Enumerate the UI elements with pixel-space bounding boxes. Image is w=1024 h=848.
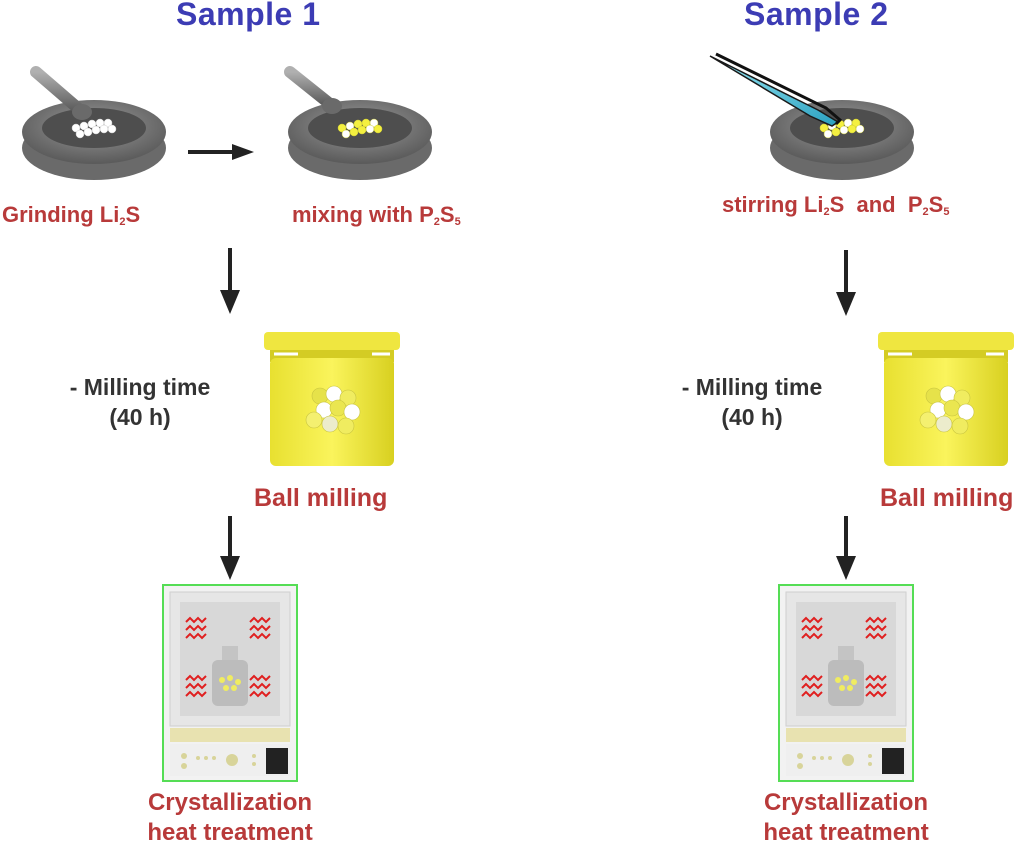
- arrow-down-icon: [220, 516, 240, 580]
- ball-milling-label: Ball milling: [880, 484, 1014, 512]
- ball-mill-jar-icon: [264, 332, 400, 466]
- mixing-label: mixing with P2S5: [292, 202, 461, 228]
- crystallization-label: Crystallization heat treatment: [120, 788, 340, 848]
- milling-time-note: - Milling time (40 h): [50, 372, 230, 432]
- cryst-line-2: heat treatment: [147, 819, 313, 846]
- arrow-down-icon: [220, 248, 240, 314]
- crystallization-label: Crystallization heat treatment: [736, 788, 956, 848]
- arrow-down-icon: [836, 250, 856, 316]
- grinding-label: Grinding Li2S: [2, 202, 141, 228]
- stirring-label: stirring Li2S and P2S5: [722, 192, 950, 218]
- arrow-right-icon: [188, 144, 254, 160]
- arrow-down-icon: [836, 516, 856, 580]
- mortar-mixing-icon: [284, 66, 432, 180]
- furnace-icon: [778, 584, 914, 782]
- milling-time-note: - Milling time (40 h): [662, 372, 842, 432]
- milling-time-text: - Milling time: [69, 374, 211, 400]
- milling-duration-text: (40 h): [721, 404, 783, 430]
- milling-time-text: - Milling time: [681, 374, 823, 400]
- sample1-title: Sample 1: [176, 0, 321, 32]
- mortar-grinding-icon: [22, 66, 166, 180]
- mortar-stirring-icon: [709, 52, 914, 180]
- cryst-line-1: Crystallization: [763, 789, 929, 816]
- ball-milling-label: Ball milling: [254, 484, 388, 512]
- sample2-title: Sample 2: [744, 0, 889, 32]
- cryst-line-1: Crystallization: [147, 789, 313, 816]
- ball-mill-jar-icon: [878, 332, 1014, 466]
- furnace-icon: [162, 584, 298, 782]
- cryst-line-2: heat treatment: [763, 819, 929, 846]
- milling-duration-text: (40 h): [109, 404, 171, 430]
